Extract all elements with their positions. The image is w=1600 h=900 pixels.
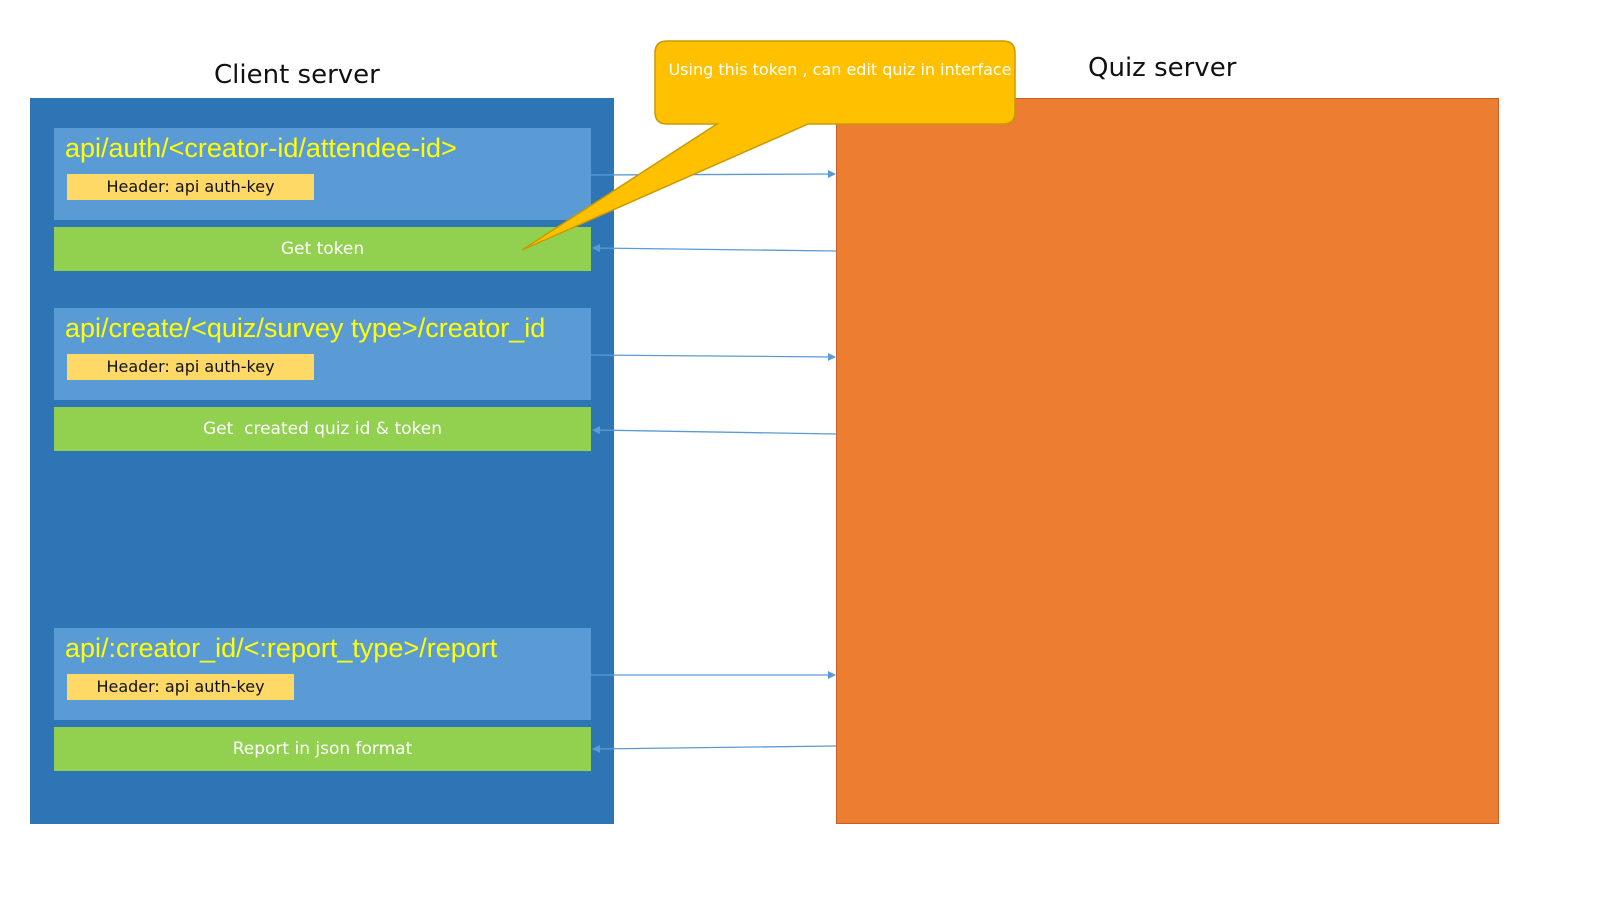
token-callout-text: Using this token , can edit quiz in inte… [668, 60, 1012, 79]
create-response-arrow [592, 426, 837, 435]
create-request-box: api/create/<quiz/survey type>/creator_id… [54, 308, 591, 400]
auth-response-arrow [592, 244, 837, 253]
report-response-box: Report in json format [54, 727, 591, 771]
auth-request-arrow [590, 170, 836, 179]
create-request-header: Header: api auth-key [67, 354, 314, 380]
report-request-path: api/:creator_id/<:report_type>/report [65, 633, 498, 663]
quiz-server-box [836, 98, 1499, 824]
auth-request-header: Header: api auth-key [67, 174, 314, 200]
create-response-box: Get created quiz id & token [54, 407, 591, 451]
create-request-path: api/create/<quiz/survey type>/creator_id [65, 313, 546, 343]
auth-response-box: Get token [54, 227, 591, 271]
client-server-title: Client server [214, 60, 380, 90]
report-response-arrow [592, 744, 837, 753]
create-request-arrow [590, 352, 836, 361]
report-request-header: Header: api auth-key [67, 674, 294, 700]
auth-request-box: api/auth/<creator-id/attendee-id> Header… [54, 128, 591, 220]
auth-request-path: api/auth/<creator-id/attendee-id> [65, 133, 457, 163]
report-request-box: api/:creator_id/<:report_type>/report He… [54, 628, 591, 720]
quiz-server-title: Quiz server [1088, 53, 1237, 83]
